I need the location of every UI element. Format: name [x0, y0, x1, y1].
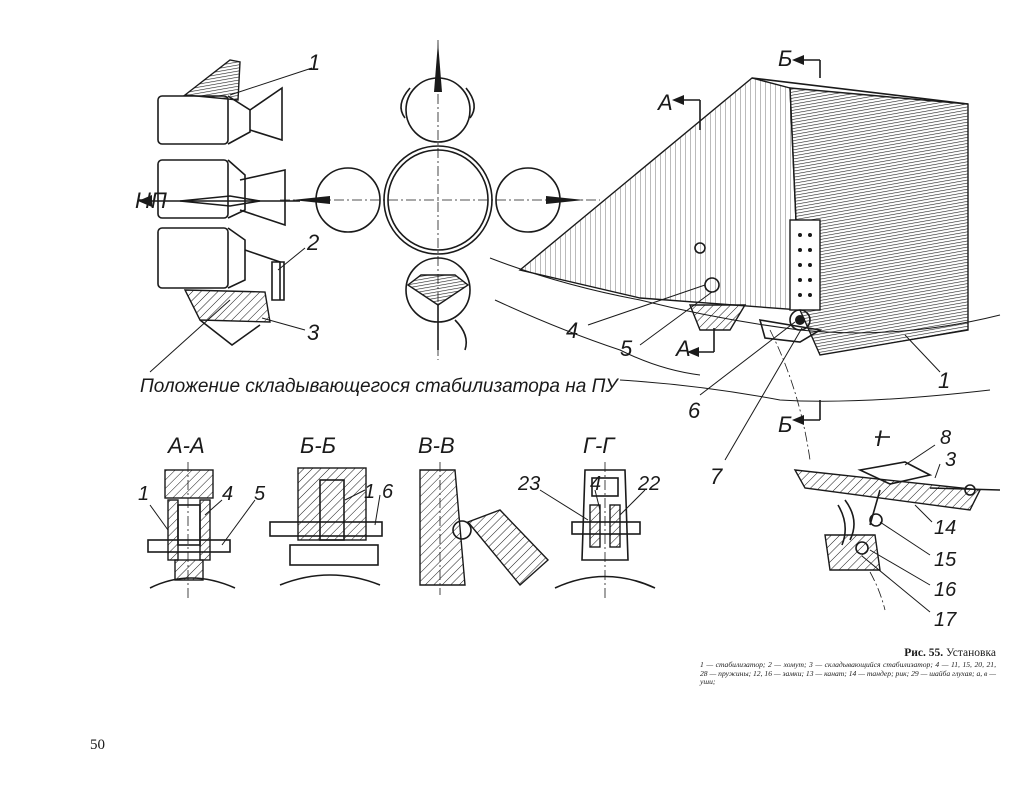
- section-bb-callout-1: 1: [364, 481, 375, 503]
- callout-5-main: 5: [620, 336, 633, 361]
- caption-title: Рис. 55. Установка: [700, 647, 996, 659]
- figure-caption: Рис. 55. Установка 1 — стабилизатор; 2 —…: [700, 647, 996, 687]
- callout-7-main: 7: [710, 464, 723, 489]
- section-b-arrow-top: Б: [778, 46, 792, 71]
- side-view-cluster: [138, 59, 313, 373]
- detail-callout-17: 17: [934, 609, 957, 631]
- callout-1-main: 1: [938, 368, 950, 393]
- callout-1-left: 1: [308, 50, 320, 75]
- detail-callout-3: 3: [945, 449, 956, 471]
- section-gg-callout-22: 22: [637, 473, 660, 495]
- section-bb: [269, 467, 383, 586]
- section-aa-title: А-А: [166, 433, 205, 458]
- callout-4-main: 4: [566, 318, 578, 343]
- section-gg-callout-4: 4: [590, 473, 601, 495]
- main-stabilizer-view: [489, 55, 1001, 461]
- section-bb-callout-6: 6: [382, 481, 394, 503]
- detail-callout-15: 15: [934, 549, 957, 571]
- section-aa: [147, 462, 256, 598]
- page-number: 50: [90, 737, 105, 753]
- callout-6-main: 6: [688, 398, 701, 423]
- section-a-arrow-bottom: А: [674, 336, 691, 361]
- section-aa-callout-4: 4: [222, 483, 233, 505]
- detail-callout-16: 16: [934, 579, 957, 601]
- caption-prefix: Рис. 55.: [904, 647, 944, 659]
- section-aa-callout-1: 1: [138, 483, 149, 505]
- section-a-arrow-top: А: [656, 90, 673, 115]
- section-gg-callout-23: 23: [517, 473, 540, 495]
- detail-i-view: [793, 436, 1001, 613]
- technical-drawing: НП 1 2 3: [135, 40, 1001, 631]
- section-vv-title: В-В: [418, 433, 455, 458]
- caption-title-text: Установка: [946, 647, 996, 659]
- section-vv: [419, 462, 550, 595]
- detail-callout-8: 8: [940, 427, 951, 449]
- caption-legend: 1 — стабилизатор; 2 — хомут; 3 — складыв…: [700, 660, 996, 687]
- end-view-cluster: [280, 40, 600, 360]
- section-gg-title: Г-Г: [583, 433, 616, 458]
- np-label: НП: [135, 188, 167, 213]
- detail-callout-14: 14: [934, 517, 956, 539]
- section-bb-title: Б-Б: [300, 433, 336, 458]
- section-aa-callout-5: 5: [254, 483, 266, 505]
- detail-roman-numeral: I: [876, 426, 882, 451]
- section-b-arrow-bottom: Б: [778, 412, 792, 437]
- section-gg: [539, 462, 656, 598]
- position-caption: Положение складывающегося стабилизатора …: [140, 376, 619, 397]
- callout-3-left: 3: [307, 320, 320, 345]
- callout-2-left: 2: [306, 230, 319, 255]
